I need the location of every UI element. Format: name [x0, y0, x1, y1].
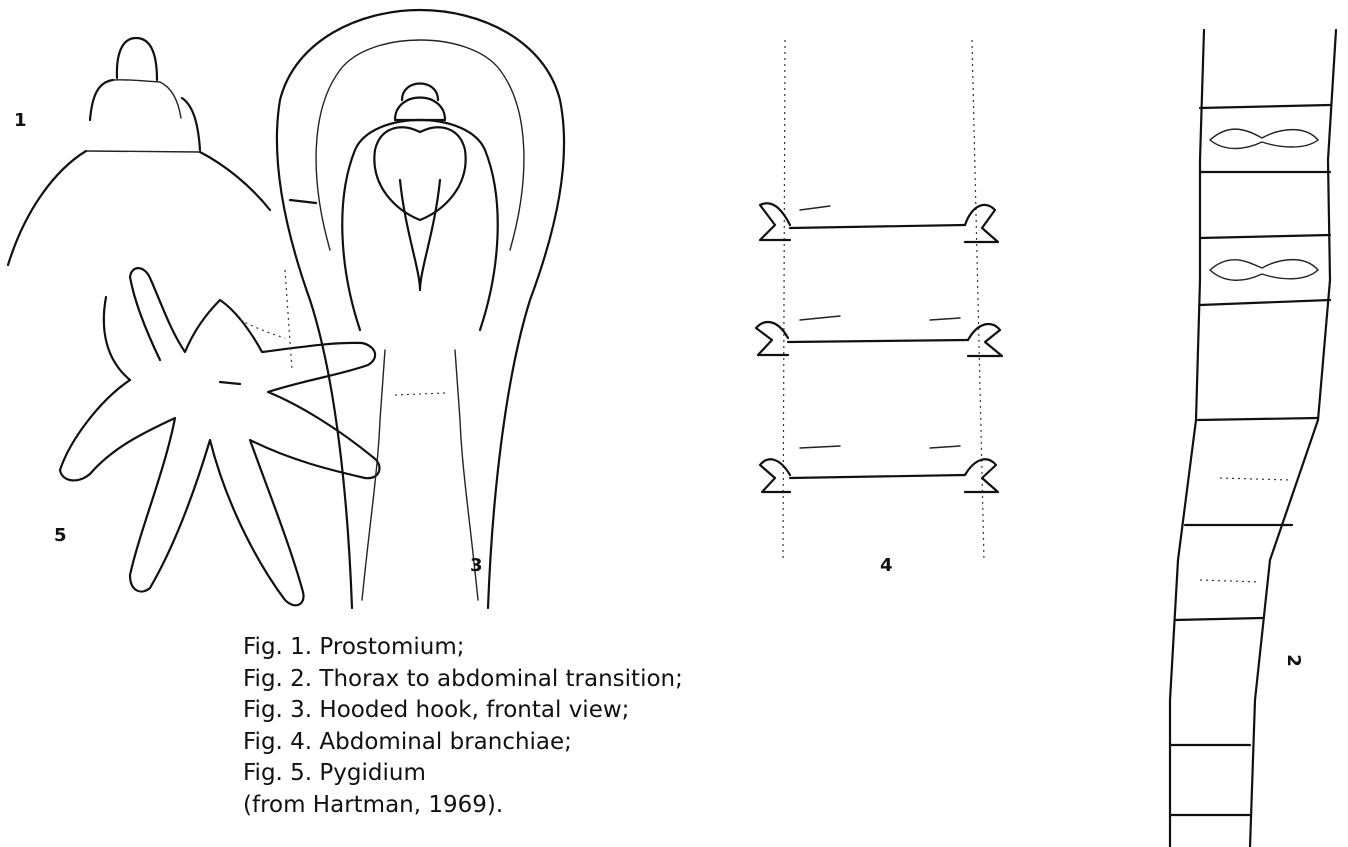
caption-line: Fig. 5. Pygidium: [243, 758, 683, 790]
figure-caption: Fig. 1. Prostomium; Fig. 2. Thorax to ab…: [243, 632, 683, 821]
caption-line: Fig. 2. Thorax to abdominal transition;: [243, 664, 683, 696]
fig1-number: 1: [14, 110, 27, 131]
caption-line: Fig. 3. Hooded hook, frontal view;: [243, 695, 683, 727]
caption-line: Fig. 4. Abdominal branchiae;: [243, 727, 683, 759]
caption-line: Fig. 1. Prostomium;: [243, 632, 683, 664]
fig5-number: 5: [54, 525, 67, 546]
fig4-number: 4: [880, 555, 893, 576]
fig2-number: 2: [1283, 654, 1304, 667]
caption-source: (from Hartman, 1969).: [243, 790, 683, 822]
fig3-number: 3: [470, 555, 483, 576]
